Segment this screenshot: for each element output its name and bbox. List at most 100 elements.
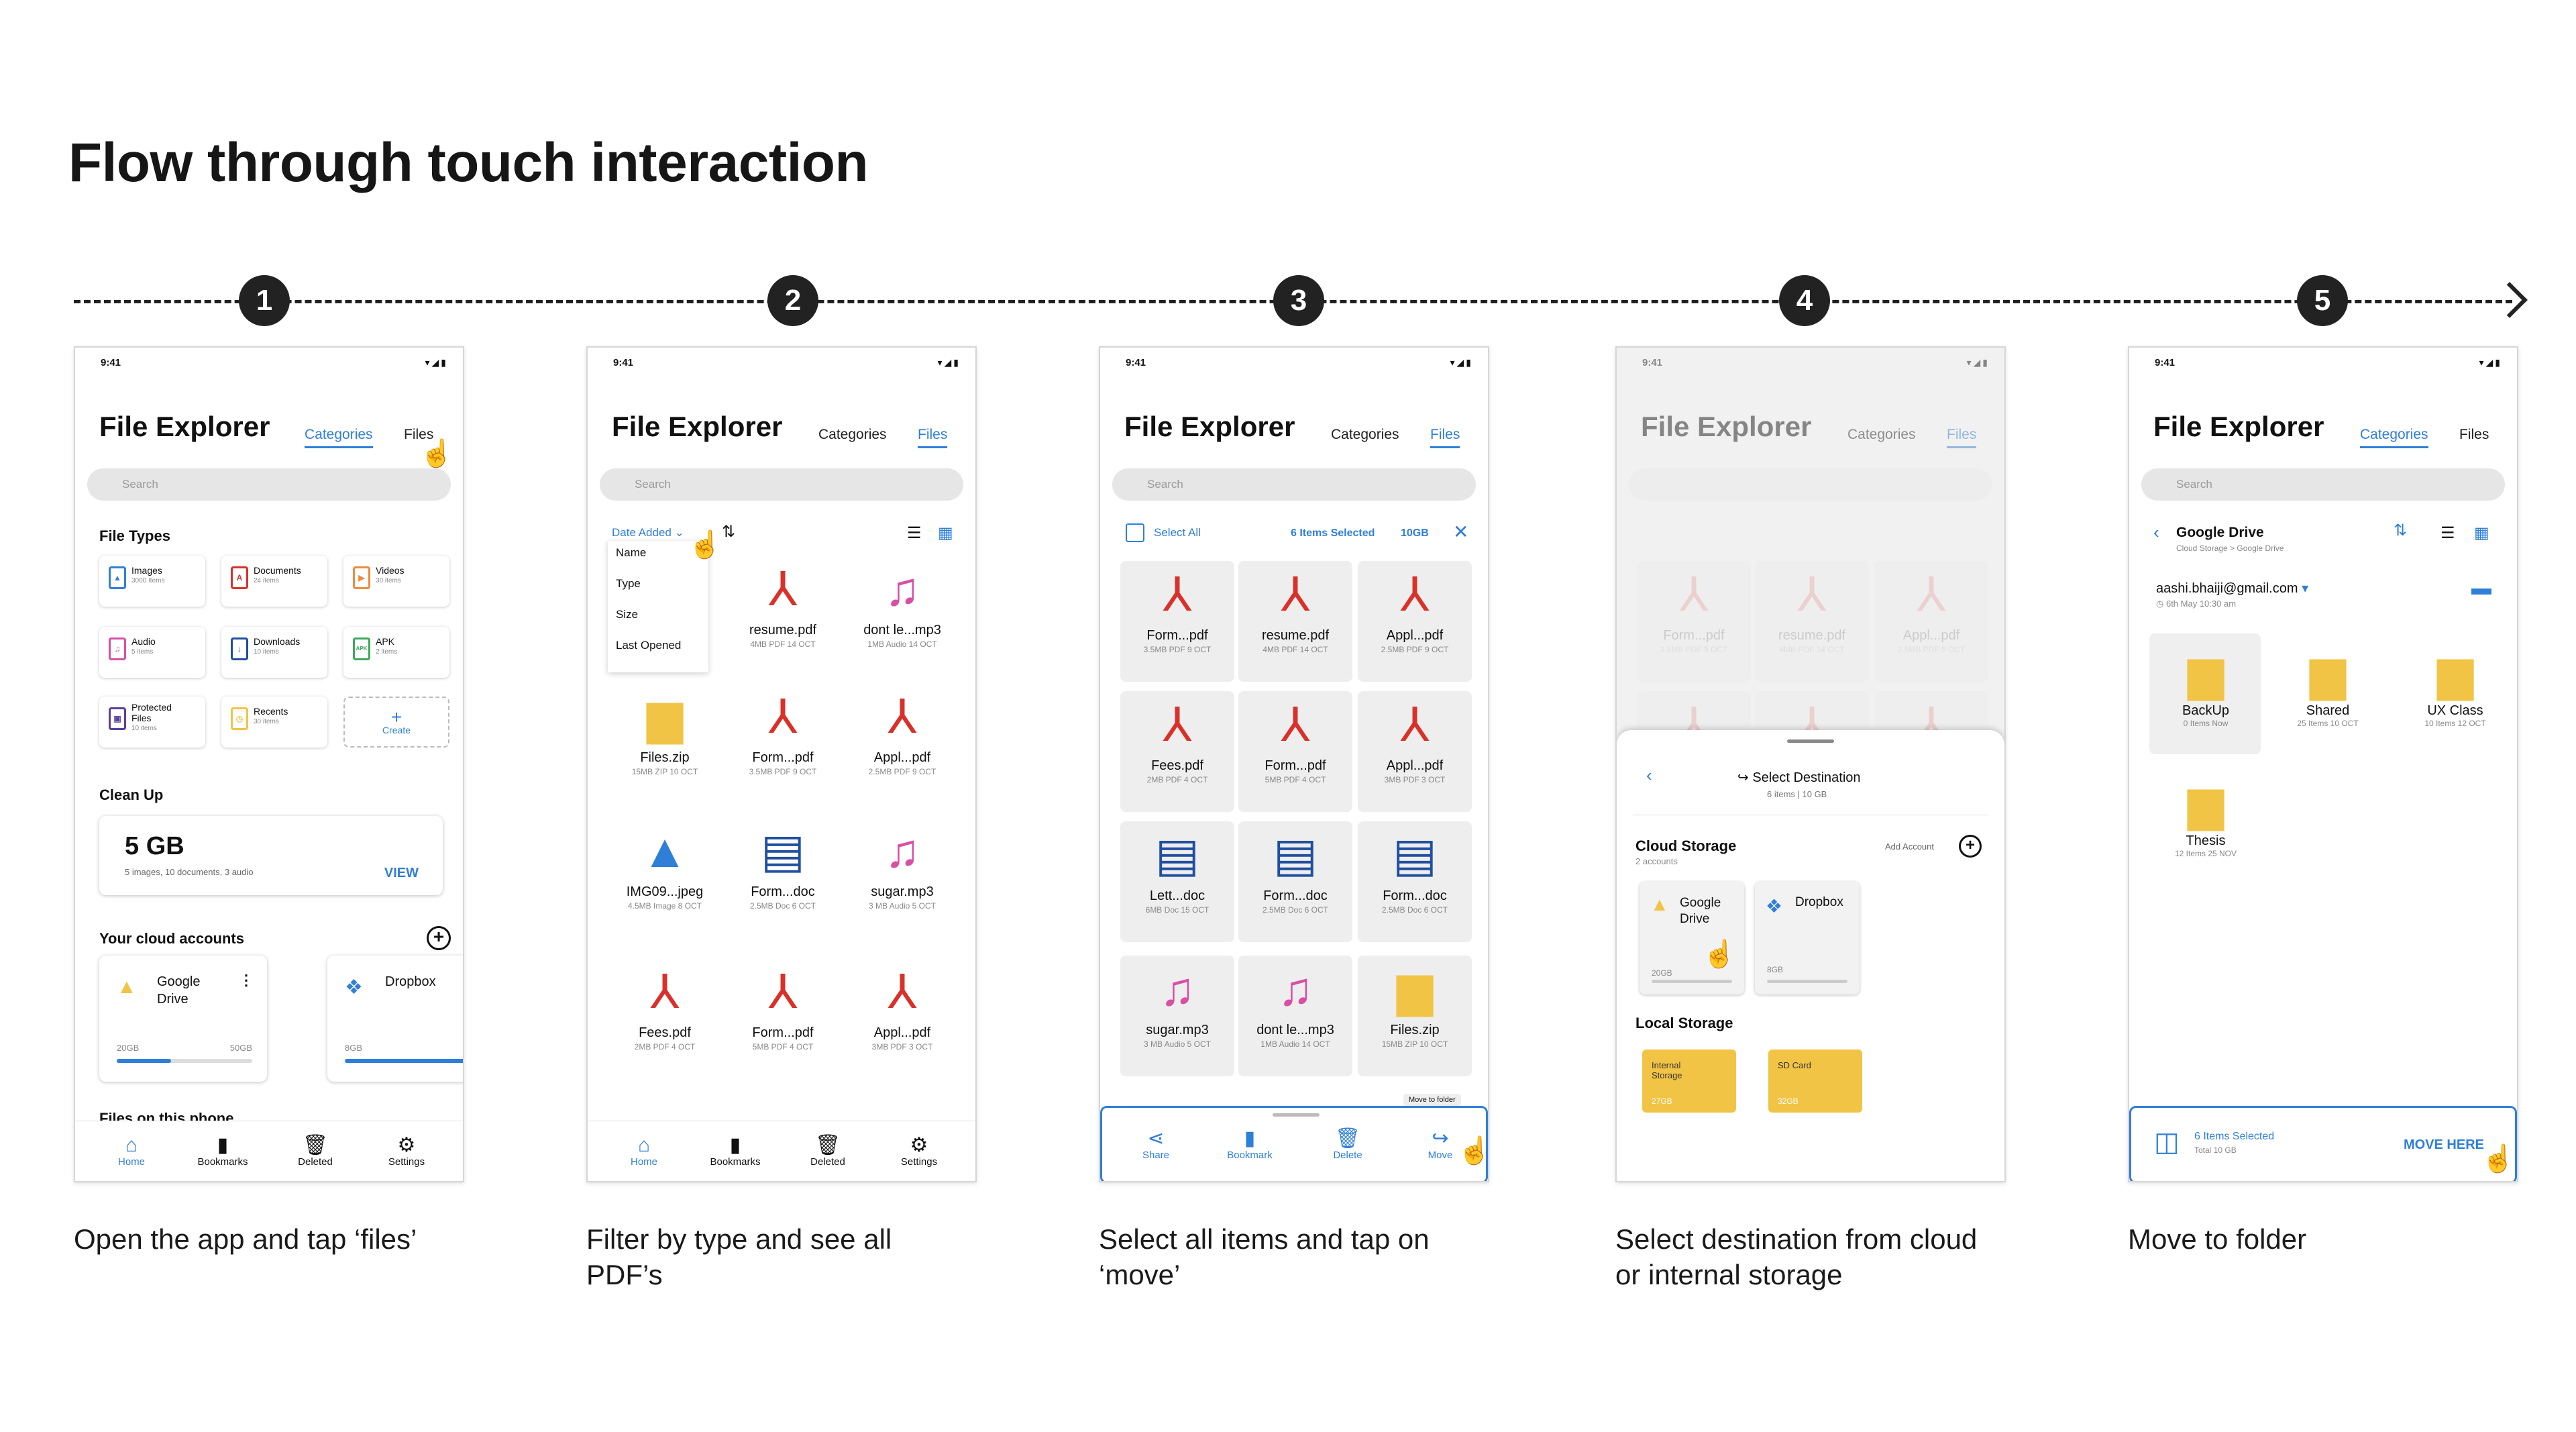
drag-handle[interactable]: [1787, 739, 1834, 743]
nav-bookmarks[interactable]: ▮Bookmarks: [688, 1135, 782, 1168]
nav-settings[interactable]: ⚙Settings: [360, 1135, 453, 1168]
share-button[interactable]: ⋖Share: [1109, 1128, 1203, 1162]
tab-categories[interactable]: Categories: [305, 427, 373, 448]
back-icon[interactable]: ‹: [1646, 765, 1652, 785]
google-drive-icon: ▲: [1650, 894, 1669, 915]
select-all-label[interactable]: Select All: [1154, 526, 1201, 539]
pdf-file-icon: ⅄: [888, 966, 917, 1018]
file-meta: 2.5MB PDF 9 OCT: [868, 767, 936, 776]
tab-categories[interactable]: Categories: [1331, 427, 1399, 442]
sort-option-name[interactable]: Name: [616, 546, 647, 559]
destination-gdrive[interactable]: ▲ Google Drive 20GB: [1640, 882, 1744, 994]
create-button[interactable]: +Create: [343, 697, 449, 748]
tab-files[interactable]: Files: [2459, 427, 2489, 442]
cloud-card-gdrive[interactable]: ▲ Google Drive ⋮ 20GB 50GB: [99, 956, 267, 1082]
tab-categories[interactable]: Categories: [2360, 427, 2428, 448]
back-icon[interactable]: ‹: [2153, 522, 2159, 542]
add-account-label[interactable]: Add Account: [1885, 841, 1934, 852]
tab-categories[interactable]: Categories: [818, 427, 887, 442]
search-input[interactable]: Search: [2141, 468, 2505, 501]
step-badge-3: 3: [1273, 275, 1324, 326]
mus-file-icon: ♫: [884, 563, 920, 615]
file-meta: 3MB PDF 3 OCT: [1384, 775, 1446, 784]
tab-files[interactable]: Files: [1430, 427, 1460, 448]
move-here-button[interactable]: MOVE HERE: [2403, 1137, 2484, 1152]
nav-bookmarks[interactable]: ▮Bookmarks: [176, 1135, 270, 1168]
search-input[interactable]: Search: [1112, 468, 1476, 501]
destination-internal-storage[interactable]: Internal Storage 27GB: [1642, 1050, 1736, 1113]
search-input[interactable]: Search: [87, 468, 451, 501]
more-icon[interactable]: ⋮: [239, 972, 254, 988]
view-button[interactable]: VIEW: [384, 866, 419, 880]
list-view-icon[interactable]: ☰: [907, 524, 922, 542]
list-view-icon[interactable]: ☰: [2440, 524, 2455, 542]
add-account-button[interactable]: +: [1959, 835, 1982, 858]
close-icon[interactable]: ✕: [1453, 521, 1469, 542]
grid-view-icon[interactable]: ▦: [938, 524, 953, 542]
phone-screen-2: 9:41 ▾◢▮ File Explorer Categories Files …: [586, 346, 977, 1182]
grid-view-icon[interactable]: ▦: [2474, 524, 2489, 542]
select-all-checkbox[interactable]: [1126, 523, 1144, 542]
drag-handle[interactable]: [1273, 1113, 1320, 1117]
nav-home[interactable]: ⌂Home: [597, 1135, 691, 1168]
sort-order-icon[interactable]: ⇅: [722, 523, 736, 541]
destination-dropbox[interactable]: ❖ Dropbox 8GB: [1755, 882, 1860, 994]
nav-deleted[interactable]: 🗑Deleted: [781, 1135, 875, 1168]
sort-option-type[interactable]: Type: [616, 577, 641, 590]
doc-file-icon: ▤: [760, 825, 806, 877]
delete-button[interactable]: 🗑Delete: [1301, 1128, 1395, 1162]
bookmark-button[interactable]: ▮Bookmark: [1203, 1128, 1297, 1162]
sort-order-icon[interactable]: ⇅: [2394, 521, 2408, 540]
nav-home[interactable]: ⌂Home: [85, 1135, 178, 1168]
add-cloud-button[interactable]: +: [427, 926, 451, 950]
cloud-card-dropbox[interactable]: ❖ Dropbox 8GB: [327, 956, 463, 1082]
new-folder-icon[interactable]: ▬: [2471, 577, 2491, 599]
account-email[interactable]: aashi.bhaiji@gmail.com ▾: [2156, 581, 2309, 596]
move-button[interactable]: ↪Move: [1393, 1128, 1487, 1162]
tab-files[interactable]: Files: [404, 427, 434, 442]
nav-settings[interactable]: ⚙Settings: [872, 1135, 966, 1168]
tab-files[interactable]: Files: [918, 427, 948, 448]
nav-deleted[interactable]: 🗑Deleted: [268, 1135, 362, 1168]
sort-dropdown[interactable]: Date Added ⌄: [612, 526, 684, 539]
sort-option-size[interactable]: Size: [616, 608, 639, 621]
sort-option-last-opened[interactable]: Last Opened: [616, 639, 682, 652]
search-input[interactable]: Search: [600, 468, 963, 501]
destination-sd-card[interactable]: SD Card 32GB: [1768, 1050, 1862, 1113]
